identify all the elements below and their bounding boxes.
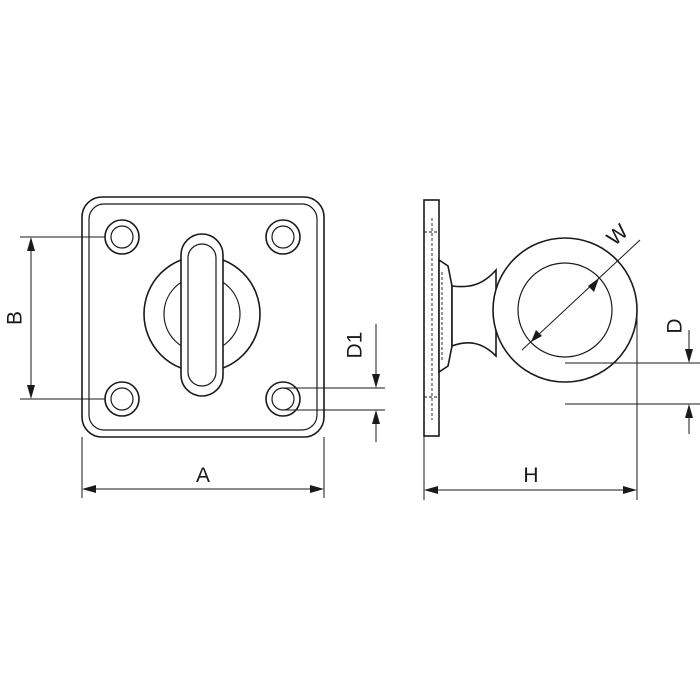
mounting-hole-bottom-left <box>104 381 140 417</box>
dimension-w <box>521 239 641 351</box>
label-w: W <box>603 220 633 250</box>
dimension-d <box>565 330 700 434</box>
side-plate <box>423 199 440 437</box>
eye-ring-front-inner <box>187 243 217 387</box>
eye-ring-front <box>180 233 224 397</box>
eye-neck <box>451 267 497 358</box>
side-boss <box>438 258 453 374</box>
base-plate-inner-edge <box>88 203 318 431</box>
dimension-d1 <box>283 324 385 442</box>
dimension-a <box>81 437 325 498</box>
mounting-hole-top-right <box>265 219 301 255</box>
front-view <box>81 196 325 438</box>
label-d1: D1 <box>344 332 367 359</box>
mounting-hole-top-left <box>104 219 140 255</box>
mounting-hole-bottom-right <box>265 381 301 417</box>
label-a: A <box>196 464 210 487</box>
dimension-h <box>423 310 638 500</box>
dimension-b <box>20 236 105 400</box>
dimension-lines <box>20 236 700 500</box>
label-b: B <box>4 311 27 325</box>
label-d: D <box>664 318 687 333</box>
label-h: H <box>523 464 538 487</box>
